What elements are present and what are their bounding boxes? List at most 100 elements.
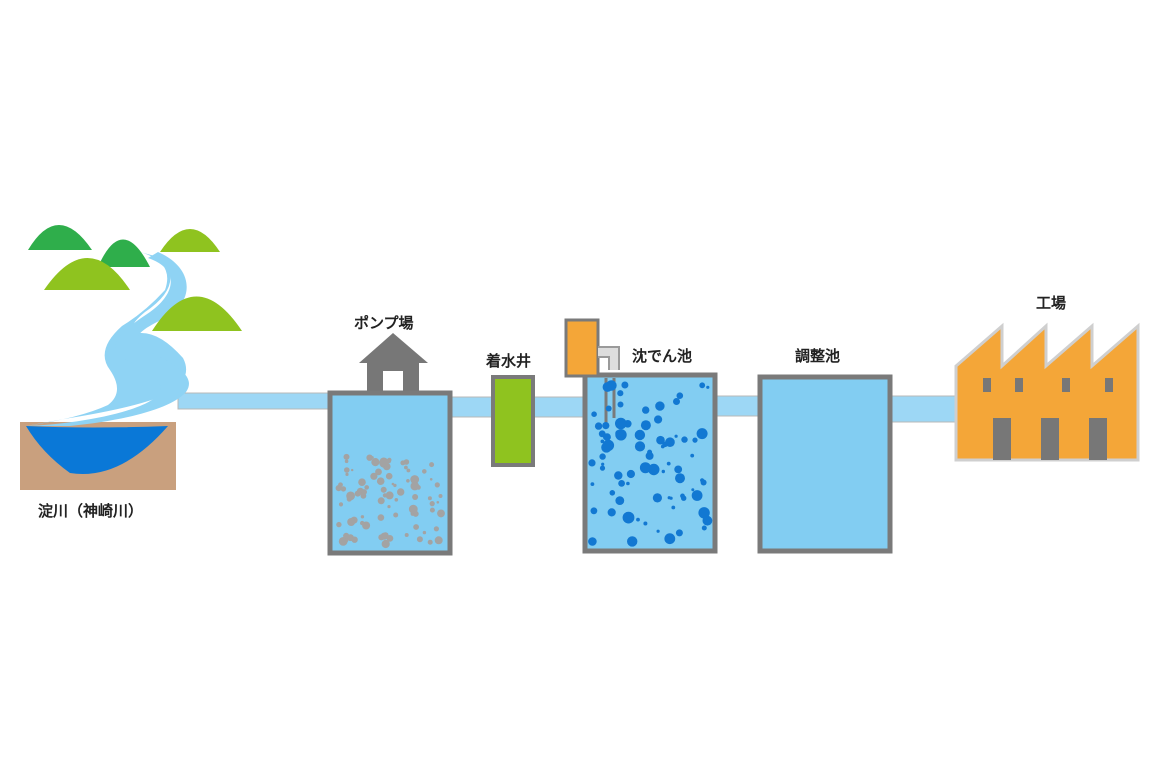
particle-dot xyxy=(422,469,427,474)
bubble-dot xyxy=(701,525,707,531)
pump-station xyxy=(327,333,453,556)
particle-dot xyxy=(434,536,443,545)
bubble-dot xyxy=(618,480,625,487)
particle-dot xyxy=(427,496,432,501)
particle-dot xyxy=(343,453,350,460)
pipe-regulating-to-factory xyxy=(889,395,957,423)
bubble-dot xyxy=(615,496,625,505)
bubble-dot xyxy=(648,463,660,476)
hill-icon xyxy=(28,225,92,250)
bubble-dot xyxy=(691,488,695,492)
bubble-dot xyxy=(676,392,684,400)
particle-dot xyxy=(404,465,408,470)
bubble-dot xyxy=(675,473,685,484)
particle-dot xyxy=(346,496,352,502)
river-stream xyxy=(26,252,187,426)
particle-dot xyxy=(386,535,394,542)
sedimentation-basin-label: 沈でん池 xyxy=(632,347,693,365)
bubble-dot xyxy=(666,461,671,466)
particle-dot xyxy=(361,489,367,495)
particle-dot xyxy=(429,507,435,513)
bubble-dot xyxy=(627,536,638,547)
particle-dot xyxy=(438,494,443,498)
particle-dot xyxy=(433,526,439,532)
particle-dot xyxy=(429,462,435,468)
bubble-dot xyxy=(603,433,611,441)
particle-dot xyxy=(408,504,418,514)
bubble-dot xyxy=(602,439,615,452)
bubble-dot xyxy=(664,533,676,545)
particle-dot xyxy=(344,538,349,543)
particle-dot xyxy=(377,514,385,521)
particle-dot xyxy=(375,468,382,476)
particle-dot xyxy=(385,491,394,500)
bubble-dot xyxy=(626,469,636,479)
bubble-dot xyxy=(642,406,650,414)
bubble-dot xyxy=(690,453,695,458)
bubble-dot xyxy=(607,508,616,517)
bubble-dot xyxy=(605,405,612,412)
particle-dot xyxy=(394,498,399,502)
receiving-well-label: 着水井 xyxy=(486,352,532,370)
bubble-dot xyxy=(692,437,698,443)
bubble-dot xyxy=(696,428,708,440)
bubble-dot xyxy=(615,429,627,441)
pipe-pump-to-well xyxy=(449,396,493,418)
bubble-dot xyxy=(590,507,598,515)
hill-icon xyxy=(160,229,220,252)
bubble-dot xyxy=(614,471,623,480)
bubble-dot xyxy=(643,521,648,526)
particle-dot xyxy=(359,489,363,493)
bubble-dot xyxy=(652,493,663,503)
bubble-dot xyxy=(639,462,651,474)
particle-dot xyxy=(366,454,373,461)
bubble-dot xyxy=(706,385,710,389)
dosing-device xyxy=(564,318,600,378)
particle-dot xyxy=(412,494,419,500)
particle-dot xyxy=(410,481,420,491)
particle-dot xyxy=(391,482,395,486)
particle-dot xyxy=(397,488,405,496)
particle-dot xyxy=(370,472,378,480)
particle-dot xyxy=(406,479,410,483)
bubble-dot xyxy=(599,465,606,471)
bubble-dot xyxy=(626,481,630,486)
bubble-dot xyxy=(656,529,660,533)
particle-dot xyxy=(347,518,356,526)
sedimentation-basin xyxy=(564,318,718,554)
bubble-dot xyxy=(588,537,597,546)
dosing-pipe-outline xyxy=(598,346,620,370)
particle-dot xyxy=(351,536,358,543)
bubble-dot xyxy=(667,496,671,500)
hill-icon xyxy=(98,239,150,267)
bubble-dot xyxy=(661,469,665,474)
bubble-dot xyxy=(691,490,703,501)
pipe-sedimentation-to-regulating xyxy=(714,395,761,417)
particle-dot xyxy=(379,457,389,467)
factory-label: 工場 xyxy=(1036,294,1067,312)
bubble-dot xyxy=(675,529,683,537)
particle-dot xyxy=(345,472,349,476)
particle-dot xyxy=(437,509,445,518)
particle-dot xyxy=(413,524,419,530)
particle-dot xyxy=(360,520,365,526)
particle-dot xyxy=(378,534,385,541)
bubble-dot xyxy=(700,478,705,483)
bubble-dot xyxy=(665,437,675,448)
sedimentation-bubbles xyxy=(588,380,713,547)
particle-dot xyxy=(358,478,366,487)
bubble-dot xyxy=(599,453,606,460)
river-stream-body xyxy=(26,252,189,426)
bubble-dot xyxy=(640,420,651,431)
particle-dot xyxy=(360,515,365,519)
bubble-dot xyxy=(602,382,613,392)
pipe-river-to-pump xyxy=(177,392,331,410)
river-label: 淀川（神崎川） xyxy=(38,502,144,520)
river-water xyxy=(26,426,168,475)
particle-dot xyxy=(364,485,370,490)
bubble-dot xyxy=(621,381,629,389)
particle-dot xyxy=(382,493,387,498)
factory-icon xyxy=(954,322,1140,462)
